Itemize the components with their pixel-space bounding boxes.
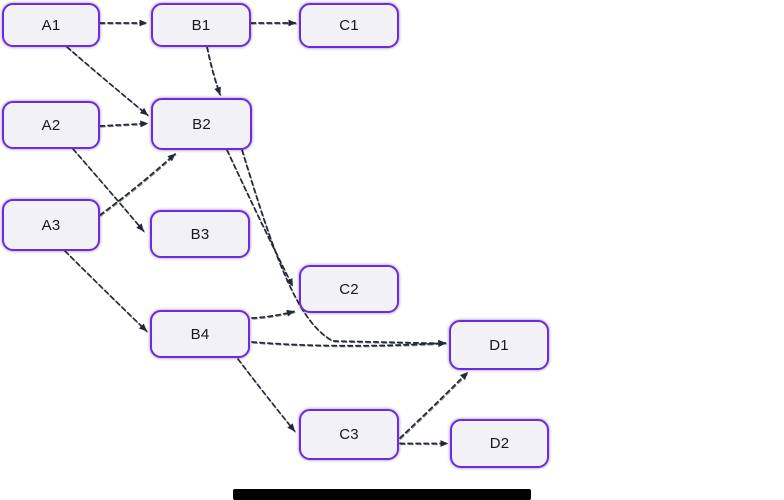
node-label-D1: D1 bbox=[489, 336, 509, 354]
node-label-A1: A1 bbox=[41, 16, 61, 34]
node-label-B4: B4 bbox=[190, 325, 210, 343]
node-A1[interactable]: A1 bbox=[2, 3, 100, 47]
node-label-B3: B3 bbox=[190, 225, 210, 243]
edge-B2-D1 bbox=[241, 149, 447, 347]
node-C1[interactable]: C1 bbox=[299, 3, 399, 48]
edge-C3-D1 bbox=[399, 371, 469, 439]
node-label-B1: B1 bbox=[191, 16, 211, 34]
edge-B4-C2 bbox=[251, 309, 295, 319]
node-B3[interactable]: B3 bbox=[150, 210, 250, 258]
node-C2[interactable]: C2 bbox=[299, 265, 399, 313]
edge-sketch-B4-C3 bbox=[238, 359, 296, 433]
node-label-D2: D2 bbox=[489, 435, 510, 452]
edge-sketch-C3-D1 bbox=[400, 372, 469, 440]
edge-A3-B4 bbox=[64, 250, 148, 332]
node-label-C1: C1 bbox=[339, 17, 359, 34]
edge-A2-B3 bbox=[72, 148, 145, 232]
node-D1[interactable]: D1 bbox=[449, 320, 549, 370]
edge-B4-D1 bbox=[251, 339, 447, 347]
edge-B2-C2 bbox=[226, 149, 294, 287]
edge-A3-B2 bbox=[99, 153, 176, 216]
node-label-C3: C3 bbox=[339, 426, 359, 443]
edge-sketch-B4-D1 bbox=[252, 342, 447, 348]
node-A3[interactable]: A3 bbox=[2, 199, 100, 251]
node-C3[interactable]: C3 bbox=[299, 409, 399, 460]
node-label-B2: B2 bbox=[192, 115, 211, 133]
node-label-A2: A2 bbox=[41, 116, 61, 134]
edge-B4-C3 bbox=[237, 358, 296, 432]
edge-sketch-A3-B2 bbox=[100, 154, 177, 217]
edge-A1-B2 bbox=[66, 46, 149, 116]
edge-A2-B2 bbox=[99, 120, 149, 128]
node-A2[interactable]: A2 bbox=[2, 101, 100, 149]
node-label-C2: C2 bbox=[339, 280, 359, 298]
edge-B1-B2 bbox=[206, 46, 221, 96]
bottom-bar bbox=[233, 489, 531, 500]
node-B2[interactable]: B2 bbox=[151, 98, 252, 150]
node-label-A3: A3 bbox=[41, 216, 61, 234]
edge-sketch-B4-C2 bbox=[252, 311, 296, 320]
node-D2[interactable]: D2 bbox=[450, 419, 549, 468]
node-B1[interactable]: B1 bbox=[151, 3, 251, 47]
edge-group bbox=[64, 19, 469, 447]
edge-sketch-B1-B2 bbox=[207, 47, 222, 97]
node-B4[interactable]: B4 bbox=[150, 310, 250, 358]
